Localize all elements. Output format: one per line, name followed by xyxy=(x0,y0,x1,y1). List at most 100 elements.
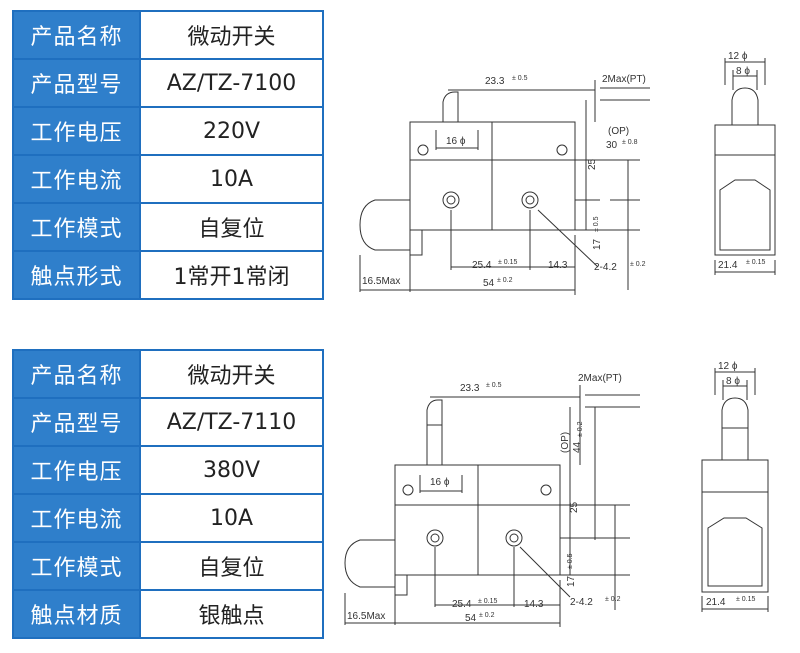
dim-tolerance: ± 0.2 xyxy=(605,596,621,603)
spec-value: 1常开1常闭 xyxy=(141,252,322,298)
dim-body-height: 25 xyxy=(587,158,598,170)
spec-value: 银触点 xyxy=(141,591,322,637)
dim-pretravel: 2Max(PT) xyxy=(602,74,646,85)
mount-hole xyxy=(402,484,414,496)
dim-op-value: 44 xyxy=(572,441,583,453)
dim-mount-holes: 2-4.2 xyxy=(570,597,593,608)
dim-op-label: (OP) xyxy=(608,126,629,137)
plunger xyxy=(731,87,759,125)
front-drawing-2: 23.3 ± 0.5 2Max(PT) (OP) 44 ± 0.2 25 16 … xyxy=(344,373,640,627)
dim-tolerance: ± 0.5 xyxy=(512,75,528,82)
dim-tolerance: ± 0.15 xyxy=(498,259,518,266)
plunger xyxy=(442,91,459,122)
dim-tolerance: ± 0.2 xyxy=(630,261,646,268)
spec-label: 工作电压 xyxy=(14,447,139,493)
spec-label: 产品名称 xyxy=(14,12,139,58)
spec-row: 产品名称 微动开关 xyxy=(14,351,322,397)
spec-label: 产品名称 xyxy=(14,351,139,397)
end-cap xyxy=(344,539,395,588)
mount-hole xyxy=(556,144,568,156)
dim-hole-dia: 16 ϕ xyxy=(446,136,466,147)
spec-table-1: 产品名称 微动开关 产品型号 AZ/TZ-7100 工作电压 220V 工作电流… xyxy=(12,10,324,300)
dim-side-width: 21.4 xyxy=(706,597,726,608)
spec-value: 自复位 xyxy=(141,204,322,250)
spec-row: 产品名称 微动开关 xyxy=(14,12,322,58)
spec-row: 工作电压 220V xyxy=(14,108,322,154)
dim-op-value: 30 xyxy=(606,140,618,151)
plunger xyxy=(721,397,749,460)
spec-row: 触点形式 1常开1常闭 xyxy=(14,252,322,298)
dim-tolerance: ± 0.15 xyxy=(478,598,498,605)
dim-body-height: 25 xyxy=(569,501,580,513)
spec-value: AZ/TZ-7110 xyxy=(141,399,322,445)
dim-width: 54 xyxy=(465,613,477,624)
spec-value: 380V xyxy=(141,447,322,493)
terminal-screw xyxy=(521,191,539,209)
spec-value: 10A xyxy=(141,156,322,202)
side-drawing-1: 12 ϕ 8 ϕ 21.4 ± 0.15 xyxy=(714,51,776,275)
terminal-screw xyxy=(442,191,460,209)
mount-hole xyxy=(417,144,429,156)
spec-row: 工作模式 自复位 xyxy=(14,543,322,589)
dim-tolerance: ± 0.8 xyxy=(622,139,638,146)
dim-tolerance: ± 0.15 xyxy=(736,596,756,603)
front-drawing-1: 23.3 ± 0.5 2Max(PT) (OP) 30 ± 0.8 25 16 … xyxy=(359,74,650,295)
dim-side-top: 12 ϕ xyxy=(728,51,748,62)
spec-value: 10A xyxy=(141,495,322,541)
dim-tolerance: ± 0.2 xyxy=(577,421,584,437)
spec-value: 微动开关 xyxy=(141,12,322,58)
dim-side-inner: 8 ϕ xyxy=(736,66,750,77)
spec-label: 产品型号 xyxy=(14,60,139,106)
spec-label: 工作电流 xyxy=(14,495,139,541)
dim-hole-spacing: 25.4 xyxy=(472,260,492,271)
dim-side-width: 21.4 xyxy=(718,260,738,271)
plunger xyxy=(426,399,443,465)
dim-tolerance: ± 0.5 xyxy=(486,382,502,389)
dim-tolerance: ± 0.2 xyxy=(497,277,513,284)
spec-table-2: 产品名称 微动开关 产品型号 AZ/TZ-7110 工作电压 380V 工作电流… xyxy=(12,349,324,639)
spec-row: 产品型号 AZ/TZ-7110 xyxy=(14,399,322,445)
side-body xyxy=(714,124,776,156)
spec-label: 工作电流 xyxy=(14,156,139,202)
dim-op-label: (OP) xyxy=(560,432,571,453)
mount-hole xyxy=(540,484,552,496)
side-drawing-2: 12 ϕ 8 ϕ 21.4 ± 0.15 xyxy=(701,361,769,612)
dim-hole-height: 17 xyxy=(592,238,603,250)
dim-mount-holes: 2-4.2 xyxy=(594,262,617,273)
side-body xyxy=(701,459,769,493)
dim-tolerance: ± 0.2 xyxy=(479,612,495,619)
spec-value: 220V xyxy=(141,108,322,154)
dim-tolerance: ± 0.15 xyxy=(746,259,766,266)
spec-value: AZ/TZ-7100 xyxy=(141,60,322,106)
spec-row: 触点材质 银触点 xyxy=(14,591,322,637)
dim-plunger-offset: 23.3 xyxy=(485,76,505,87)
dim-hole-edge: 14.3 xyxy=(524,599,544,610)
spec-row: 产品型号 AZ/TZ-7100 xyxy=(14,60,322,106)
spec-row: 工作模式 自复位 xyxy=(14,204,322,250)
spec-value: 微动开关 xyxy=(141,351,322,397)
spec-label: 产品型号 xyxy=(14,399,139,445)
spec-row: 工作电流 10A xyxy=(14,156,322,202)
dim-side-inner: 8 ϕ xyxy=(726,376,740,387)
spec-label: 工作电压 xyxy=(14,108,139,154)
dim-side-top: 12 ϕ xyxy=(718,361,738,372)
spec-label: 触点形式 xyxy=(14,252,139,298)
dim-hole-edge: 14.3 xyxy=(548,260,568,271)
dim-pretravel: 2Max(PT) xyxy=(578,373,622,384)
dim-plunger-offset: 23.3 xyxy=(460,383,480,394)
spec-label: 触点材质 xyxy=(14,591,139,637)
dim-hole-height: 17 xyxy=(566,575,577,587)
dim-cap-max: 16.5Max xyxy=(347,611,385,622)
terminal-screw xyxy=(426,529,444,547)
terminal-screw xyxy=(505,529,523,547)
spec-label: 工作模式 xyxy=(14,543,139,589)
spec-value: 自复位 xyxy=(141,543,322,589)
spec-row: 工作电压 380V xyxy=(14,447,322,493)
dim-cap-max: 16.5Max xyxy=(362,276,400,287)
dim-width: 54 xyxy=(483,278,495,289)
spec-row: 工作电流 10A xyxy=(14,495,322,541)
dim-hole-spacing: 25.4 xyxy=(452,599,472,610)
end-cap xyxy=(359,199,410,251)
dim-tolerance: ± 0.5 xyxy=(593,216,600,232)
spec-label: 工作模式 xyxy=(14,204,139,250)
